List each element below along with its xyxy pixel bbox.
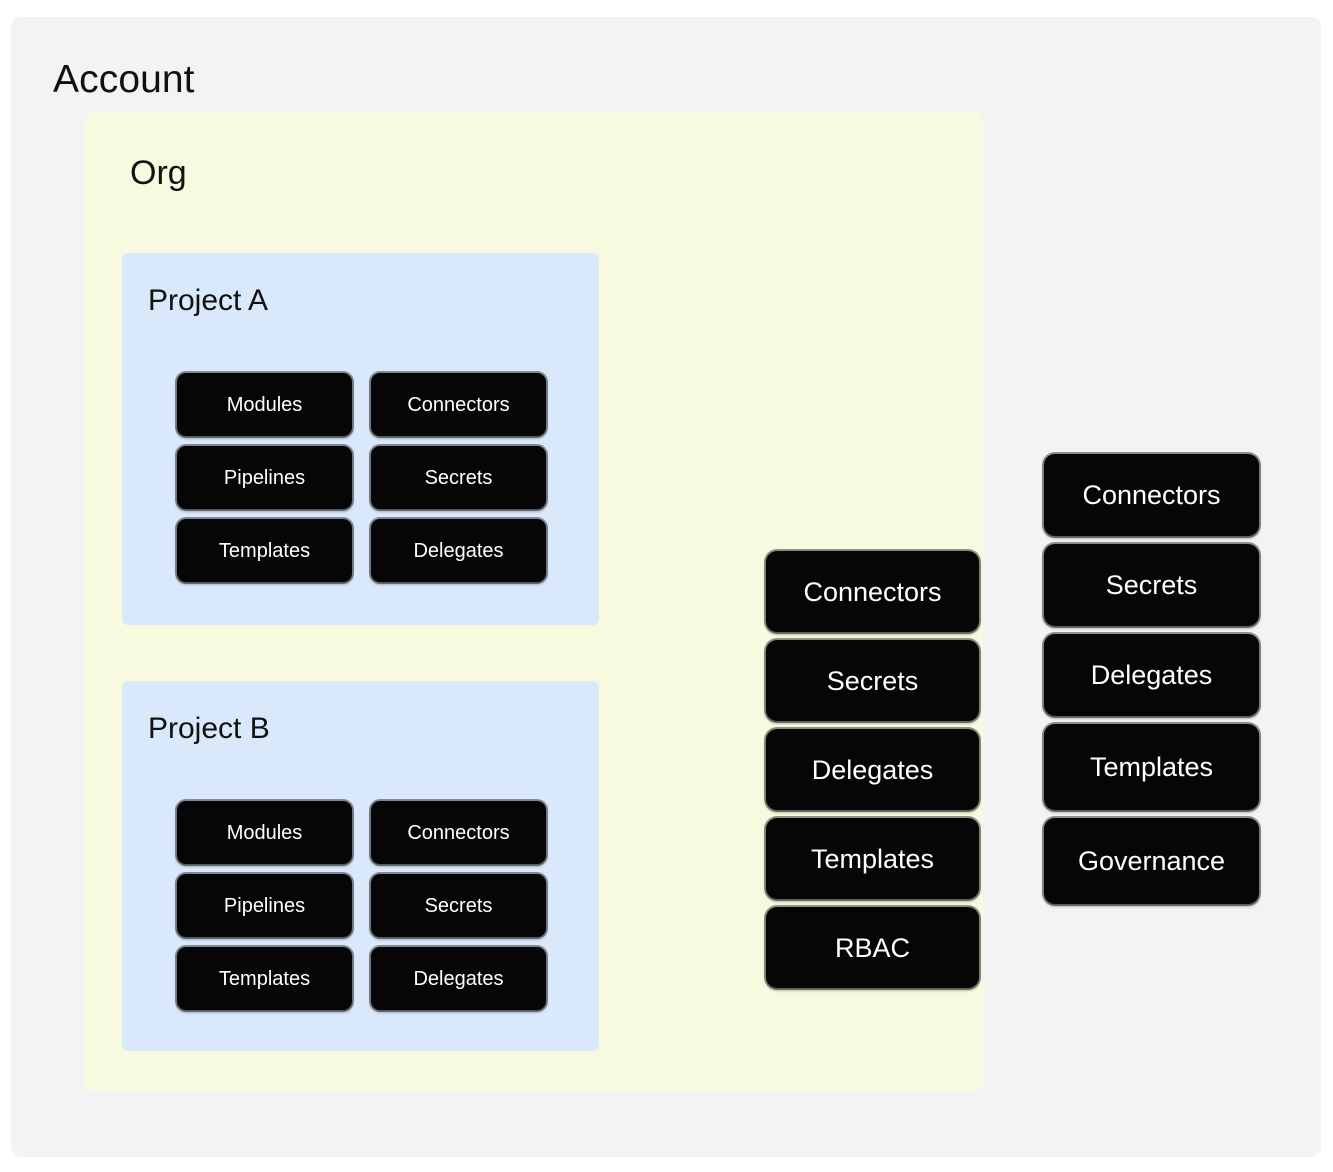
account-resource-templates[interactable]: Templates — [1044, 724, 1259, 810]
project-a-resource-pipelines[interactable]: Pipelines — [177, 446, 352, 509]
account-scope-panel: Account Org Project A Modules Connectors… — [11, 17, 1321, 1157]
account-resource-secrets[interactable]: Secrets — [1044, 544, 1259, 626]
account-resource-governance[interactable]: Governance — [1044, 818, 1259, 904]
org-resource-column: Connectors Secrets Delegates Templates R… — [766, 551, 979, 988]
account-resource-delegates[interactable]: Delegates — [1044, 634, 1259, 716]
project-b-resource-connectors[interactable]: Connectors — [371, 801, 546, 864]
org-resource-templates[interactable]: Templates — [766, 818, 979, 899]
org-resource-secrets[interactable]: Secrets — [766, 640, 979, 721]
account-title: Account — [53, 58, 195, 101]
project-b-resource-delegates[interactable]: Delegates — [371, 947, 546, 1010]
project-b-panel: Project B Modules Connectors Pipelines S… — [122, 681, 599, 1051]
project-a-resource-grid: Modules Connectors Pipelines Secrets Tem… — [177, 373, 546, 582]
org-resource-rbac[interactable]: RBAC — [766, 907, 979, 988]
org-resource-delegates[interactable]: Delegates — [766, 729, 979, 810]
org-resource-connectors[interactable]: Connectors — [766, 551, 979, 632]
project-a-panel: Project A Modules Connectors Pipelines S… — [122, 253, 599, 625]
project-b-resource-templates[interactable]: Templates — [177, 947, 352, 1010]
project-b-resource-secrets[interactable]: Secrets — [371, 874, 546, 937]
project-a-resource-connectors[interactable]: Connectors — [371, 373, 546, 436]
project-a-resource-delegates[interactable]: Delegates — [371, 519, 546, 582]
project-b-title: Project B — [148, 712, 270, 745]
account-resource-connectors[interactable]: Connectors — [1044, 454, 1259, 536]
project-b-resource-modules[interactable]: Modules — [177, 801, 352, 864]
project-a-resource-modules[interactable]: Modules — [177, 373, 352, 436]
org-scope-panel: Org Project A Modules Connectors Pipelin… — [85, 113, 983, 1091]
org-title: Org — [130, 154, 187, 192]
project-a-title: Project A — [148, 284, 269, 317]
account-resource-column: Connectors Secrets Delegates Templates G… — [1044, 454, 1259, 904]
project-a-resource-secrets[interactable]: Secrets — [371, 446, 546, 509]
project-b-resource-grid: Modules Connectors Pipelines Secrets Tem… — [177, 801, 546, 1010]
project-b-resource-pipelines[interactable]: Pipelines — [177, 874, 352, 937]
project-a-resource-templates[interactable]: Templates — [177, 519, 352, 582]
